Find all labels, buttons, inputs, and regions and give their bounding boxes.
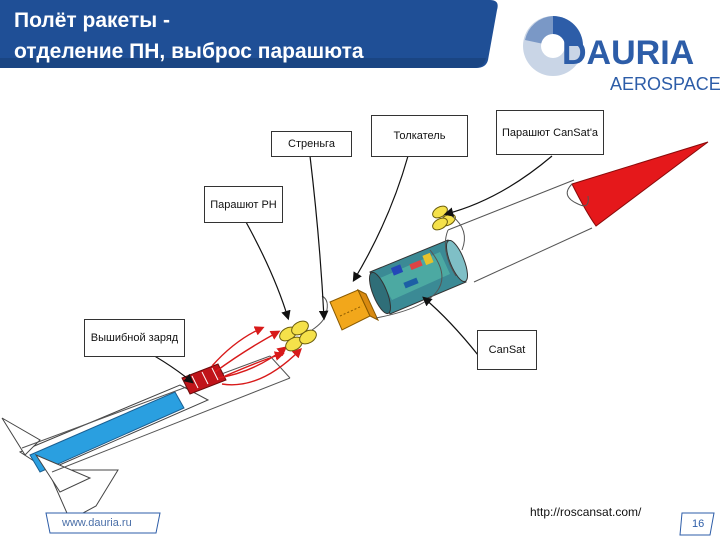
page-number-frame [679,512,715,536]
logo-wordmark: DAURIA [562,34,695,72]
label-rocket-parachute: Парашют РН [204,186,283,223]
logo-subtitle: AEROSPACE [610,74,720,94]
footer-website-frame [45,512,161,534]
header-background [0,0,498,68]
gas-flow-arrows [211,326,302,386]
footer-website[interactable]: www.dauria.ru [62,517,132,529]
label-cansat: CanSat [477,330,537,370]
page-number: 16 [692,518,705,530]
callout-cansat [422,296,479,356]
slide-title-line-1: Полёт ракеты - [14,9,171,32]
cansat-body [369,239,468,315]
label-cansat-parachute: Парашют CanSat'a [496,110,604,155]
label-strop: Стреньга [271,131,352,157]
callout-strop [309,155,329,321]
header-band: Полёт ракеты - отделение ПН, выброс пара… [0,0,720,70]
rocket-body-upper [375,141,709,319]
callout-lines [131,155,553,384]
label-pusher: Толкатель [371,115,468,157]
dauria-logo-icon [523,16,583,76]
footer-url[interactable]: http://roscansat.com/ [530,505,642,519]
rocket-parachute [279,295,328,352]
callout-rocket-parachute [245,221,291,321]
callout-cansat-parachute [443,155,553,217]
label-ejection-charge: Вышибной заряд [84,319,185,357]
pusher-plate [329,288,380,331]
callout-pusher [352,155,409,283]
slide-title-line-2: отделение ПН, выброс парашюта [14,40,364,63]
rocket-body-lower [1,355,291,521]
